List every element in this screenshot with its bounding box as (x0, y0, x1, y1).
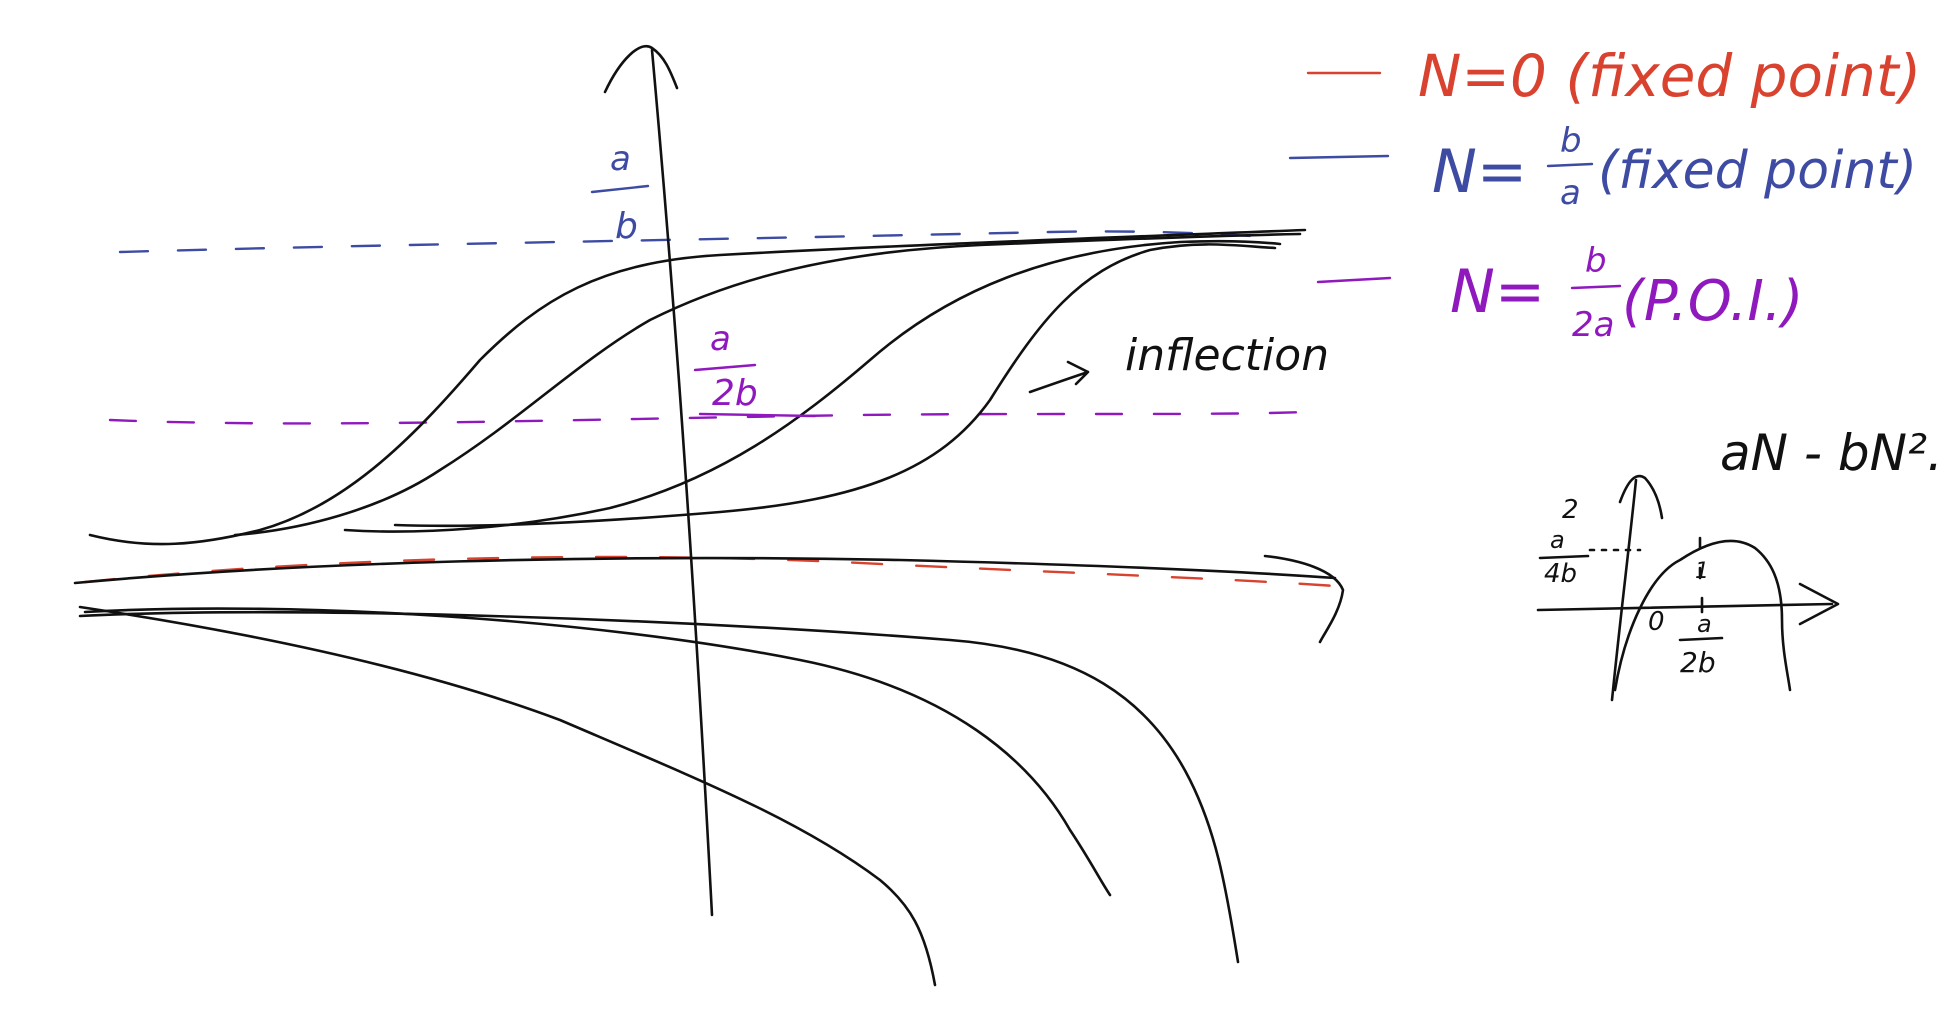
mid-fraction-numerator: a (710, 319, 731, 359)
sigmoid-curve-3 (343, 239, 1282, 533)
sigmoid-curve-1 (88, 228, 1307, 546)
declining-curve-3 (78, 610, 1240, 964)
inflection-arrow (1028, 360, 1090, 394)
red-dashed-zero-line (83, 555, 1337, 588)
inset-tick-label: 1 (1695, 559, 1709, 584)
legend-purple-swatch (1316, 276, 1392, 284)
inset-peak-superscript: 2 (1562, 495, 1579, 525)
inset-parabola-plot (1536, 474, 1840, 702)
upper-fraction-denominator: b (615, 206, 638, 247)
sigmoid-curve-2 (233, 232, 1302, 537)
mid-fraction-underline (698, 412, 817, 418)
legend-blue-swatch (1288, 154, 1390, 160)
inflection-label: inflection (1125, 330, 1329, 381)
inset-x-numerator: a (1697, 610, 1712, 638)
horizontal-axis (73, 556, 1337, 585)
declining-curve-2 (83, 607, 1112, 897)
inset-formula: aN - bN². (1720, 424, 1943, 482)
inset-x-axis (1536, 582, 1840, 626)
horizontal-axis-arrowhead (1263, 554, 1345, 644)
legend-blue-denominator: a (1560, 173, 1581, 213)
legend-blue-suffix: (fixed point) (1598, 141, 1917, 201)
inset-x-denominator: 2b (1680, 646, 1716, 679)
mid-fraction-denominator: 2b (712, 373, 758, 414)
legend-blue-prefix: N= (1432, 137, 1527, 207)
vertical-axis-line (650, 48, 714, 917)
inset-origin-label: 0 (1648, 607, 1665, 637)
inset-peak-denominator: 4b (1544, 559, 1577, 589)
legend-purple-numerator: b (1585, 241, 1607, 281)
inset-x-fraction-bar (1678, 636, 1724, 642)
vertical-axis (603, 45, 679, 94)
inset-y-axis (1610, 474, 1664, 702)
legend-blue-fraction-bar (1546, 162, 1594, 168)
legend-blue-numerator: b (1560, 121, 1582, 161)
blue-dashed-fixed-point-line (118, 230, 1252, 254)
legend-purple-denominator: 2a (1572, 305, 1614, 345)
legend-purple-prefix: N= (1450, 257, 1545, 327)
inset-peak-fraction-bar (1538, 554, 1590, 560)
legend-purple-suffix: (P.O.I.) (1622, 269, 1803, 334)
purple-dashed-inflection-line (108, 410, 1307, 425)
inset-parabola-curve (1613, 539, 1792, 692)
inset-peak-numerator: a (1550, 526, 1565, 554)
legend-purple-fraction-bar (1570, 284, 1622, 290)
sigmoid-curve-4 (393, 243, 1277, 528)
upper-fraction-bar (590, 184, 650, 194)
upper-fraction-numerator: a (610, 139, 631, 179)
legend-red-text: N=0 (fixed point) (1418, 42, 1921, 110)
mid-fraction-bar (693, 363, 757, 372)
declining-curve-1 (78, 605, 937, 987)
